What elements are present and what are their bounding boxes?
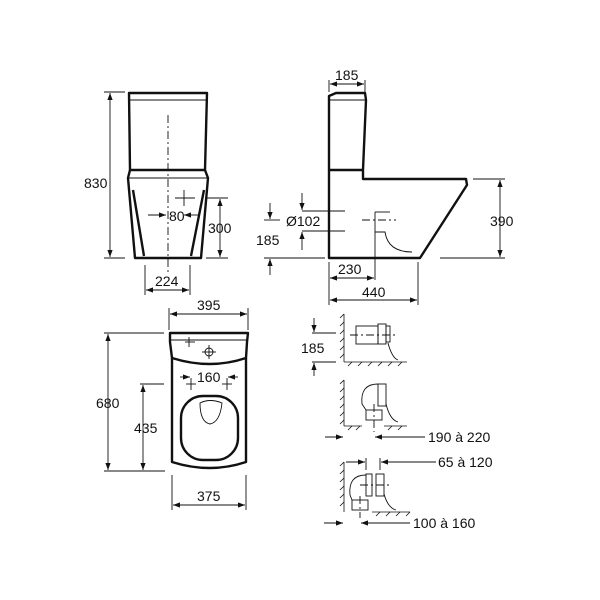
connection-details: 185 190 à 220 65 à 120 100 à 160 [301, 313, 493, 531]
dim-outlet-diameter: Ø102 [286, 213, 320, 229]
top-view: 160 395 680 435 375 [96, 297, 250, 510]
dim-outlet-height: 300 [208, 220, 232, 236]
dim-outlet-distance: 230 [338, 261, 362, 277]
dim-bowl-width: 375 [197, 488, 221, 504]
dim-wall-outlet-height: 185 [301, 340, 325, 356]
dim-bowl-height: 390 [490, 213, 514, 229]
dim-offset-range-b: 100 à 160 [413, 515, 475, 531]
dim-floor-outlet-range: 190 à 220 [428, 429, 490, 445]
side-view: 185 Ø102 185 390 230 440 [256, 67, 514, 305]
front-view: 830 80 300 224 [84, 91, 232, 295]
dim-outlet-axis-height: 185 [256, 232, 280, 248]
dim-tank-depth: 185 [335, 67, 359, 83]
dim-total-depth: 440 [362, 284, 386, 300]
dim-offset-range-a: 65 à 120 [438, 454, 493, 470]
dim-tank-width: 395 [197, 297, 221, 313]
dim-height-830: 830 [84, 175, 108, 191]
dim-total-length: 680 [96, 395, 120, 411]
dim-fixing-spacing: 160 [197, 369, 221, 385]
dim-base-width: 224 [155, 273, 179, 289]
dim-seat-length: 435 [134, 420, 158, 436]
dim-outlet-offset: 80 [169, 208, 185, 224]
